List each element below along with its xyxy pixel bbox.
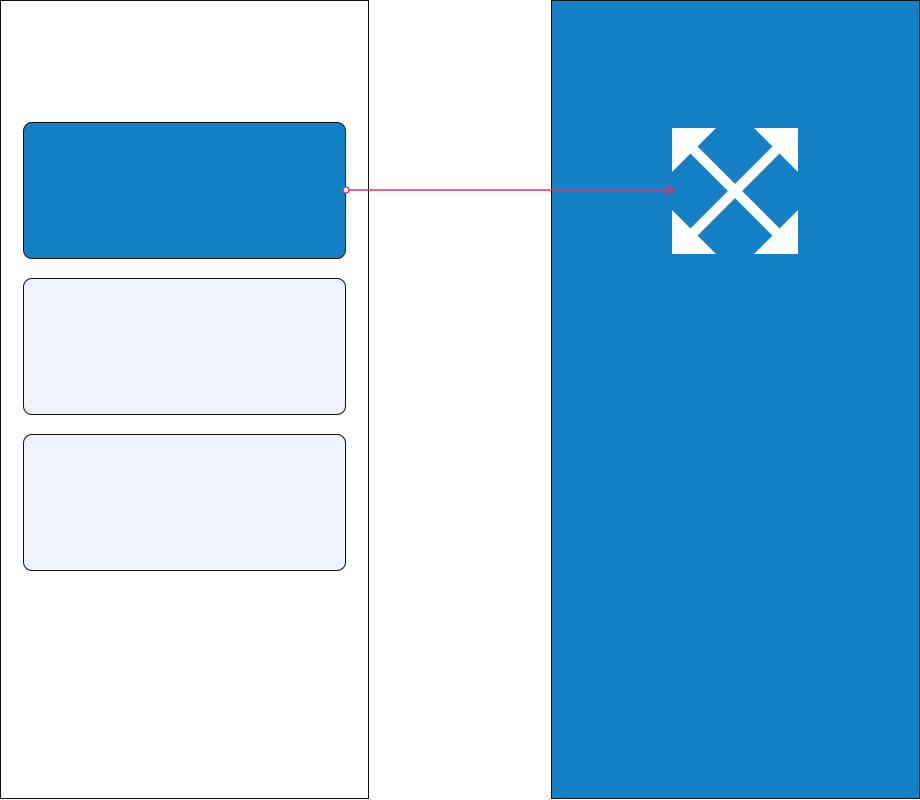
list-card[interactable] <box>23 278 346 415</box>
list-card-selected[interactable] <box>23 122 346 259</box>
detail-panel <box>551 0 920 799</box>
card-list-frame <box>0 0 369 799</box>
list-card[interactable] <box>23 434 346 571</box>
expand-arrows-icon[interactable] <box>672 128 798 254</box>
